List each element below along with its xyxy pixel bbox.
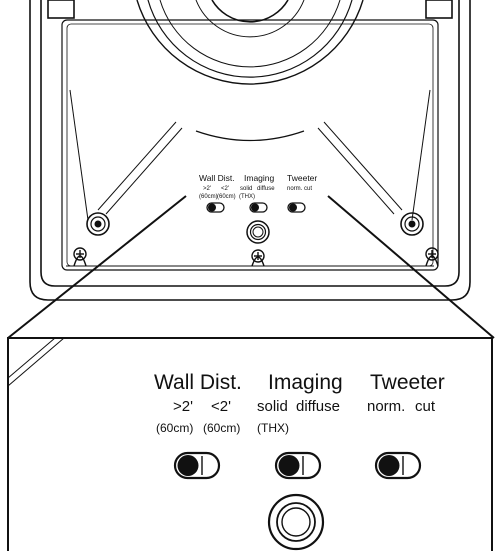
label-imaging-thx: (THX): [257, 421, 289, 435]
small-label-tweeter: Tweeter: [287, 173, 317, 183]
wall-dist-switch-small[interactable]: [206, 202, 225, 213]
label-wall-near-metric: (60cm): [203, 421, 240, 435]
screw-icon: [425, 247, 439, 267]
label-wall-far-metric: (60cm): [156, 421, 193, 435]
label-tweeter: Tweeter: [370, 371, 445, 394]
small-label-tweeter-norm: norm.: [287, 186, 303, 192]
connector-socket-icon[interactable]: [246, 220, 270, 244]
small-label-tweeter-cut: cut: [304, 186, 312, 192]
speaker-cabinet: [29, 0, 471, 301]
imaging-switch[interactable]: [274, 451, 322, 480]
small-label-wall-far: >2': [203, 186, 211, 192]
panel-braces: [69, 89, 431, 221]
tweeter-switch[interactable]: [374, 451, 422, 480]
screw-icon: [86, 212, 110, 236]
small-label-wall-near: <2': [221, 186, 229, 192]
label-wall-far: >2': [173, 398, 193, 415]
label-tweeter-norm: norm.: [367, 398, 405, 415]
label-imaging-solid: solid: [257, 398, 288, 415]
tweeter-switch-small[interactable]: [287, 202, 306, 213]
label-wall-near: <2': [211, 398, 231, 415]
small-label-imaging-diffuse: diffuse: [257, 186, 275, 192]
screw-icon: [400, 212, 424, 236]
label-wall-dist: Wall Dist.: [154, 371, 242, 394]
imaging-switch-small[interactable]: [249, 202, 268, 213]
zoom-callout-lines: [7, 195, 495, 339]
wall-dist-switch[interactable]: [173, 451, 221, 480]
label-imaging-diffuse: diffuse: [296, 398, 340, 415]
small-control-panel: Wall Dist. Imaging Tweeter >2' <2' solid…: [199, 173, 317, 244]
woofer-cone: [136, 0, 364, 142]
screw-icon: [251, 249, 265, 267]
small-label-imaging: Imaging: [244, 173, 275, 183]
small-label-imaging-solid: solid: [240, 186, 252, 192]
label-tweeter-cut: cut: [415, 398, 436, 415]
screw-icon: [73, 247, 87, 267]
label-imaging: Imaging: [268, 371, 343, 394]
zoom-detail-box: Wall Dist. Imaging Tweeter >2' <2' solid…: [7, 337, 493, 551]
small-label-wall-dist: Wall Dist.: [199, 173, 235, 183]
connector-socket-icon[interactable]: [267, 493, 325, 551]
small-label-wall-near-metric: (60cm): [217, 194, 236, 200]
small-label-imaging-thx: (THX): [239, 194, 255, 200]
small-label-wall-far-metric: (60cm): [199, 194, 218, 200]
